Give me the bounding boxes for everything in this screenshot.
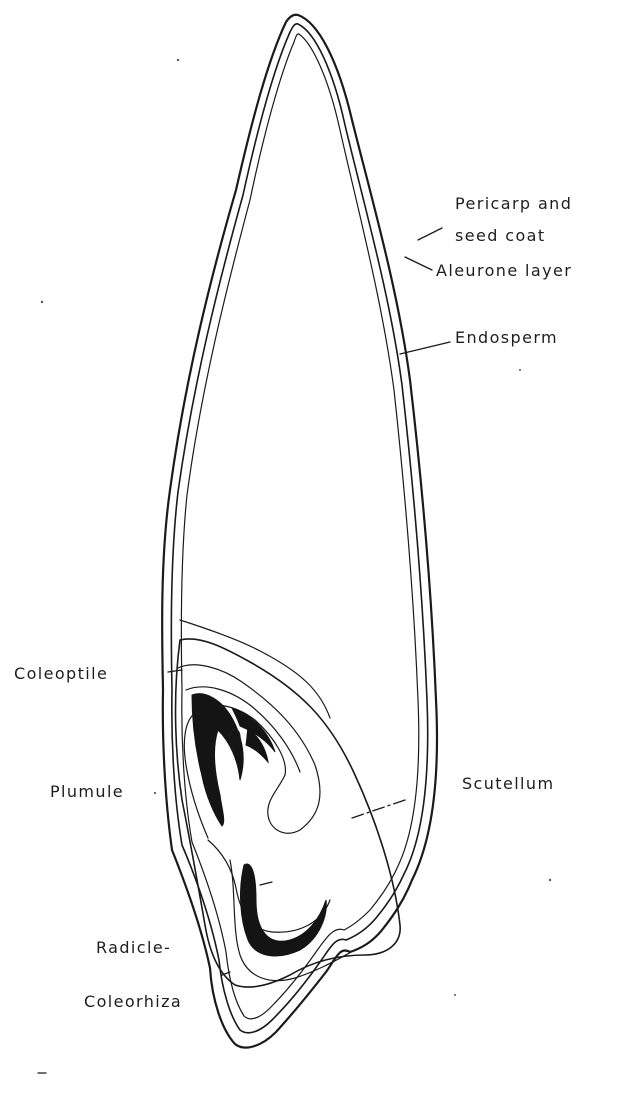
pericarp-leader [418, 228, 442, 240]
scan-speck [549, 879, 551, 881]
scan-speck [41, 301, 43, 303]
label-endosperm: Endosperm [455, 330, 558, 346]
label-radicle: Radicle- [96, 940, 171, 956]
label-pericarp-line2: seed coat [455, 228, 546, 244]
pericarp-outline [162, 15, 437, 1048]
label-scutellum: Scutellum [462, 776, 554, 792]
scan-speck [454, 994, 456, 996]
label-pericarp-line1: Pericarp and [455, 196, 572, 212]
seed-coat-outline [171, 24, 427, 1033]
coleoptile-leader [168, 670, 182, 672]
radicle-tissue [241, 864, 327, 956]
radicle-leader [260, 882, 272, 885]
label-coleorhiza: Coleorhiza [84, 994, 182, 1010]
label-aleurone: Aleurone layer [436, 263, 572, 279]
scutellum-inner [208, 840, 330, 932]
endosperm-leader [400, 342, 450, 354]
label-coleoptile: Coleoptile [14, 666, 108, 682]
scutellum-outline [176, 639, 401, 987]
aleurone-leader [405, 257, 432, 270]
scan-speck [519, 369, 521, 371]
aleurone-outline [181, 34, 419, 1019]
scan-speck [154, 792, 156, 794]
scan-speck [177, 59, 179, 61]
label-plumule: Plumule [50, 784, 124, 800]
scutellum-leader [352, 800, 405, 818]
